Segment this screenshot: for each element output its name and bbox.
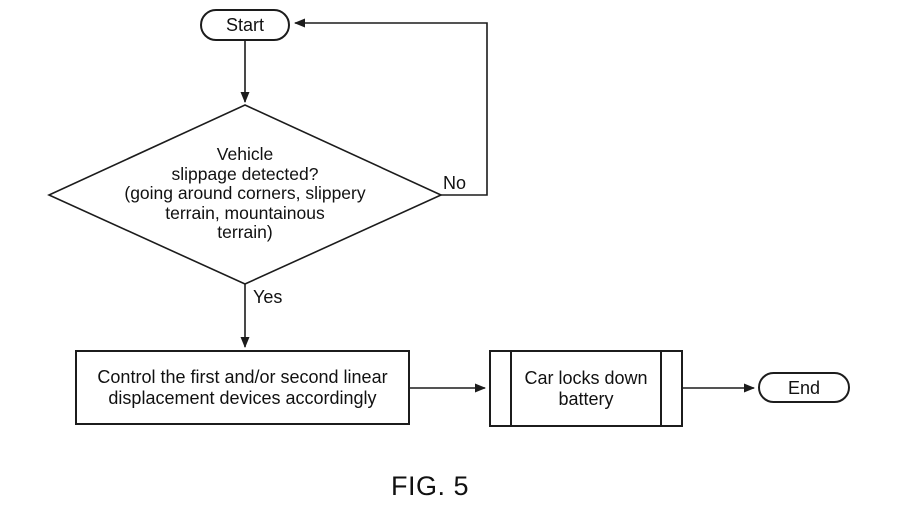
edge-label-yes: Yes: [253, 287, 283, 307]
predefined-process-left-bar: [510, 352, 512, 425]
connector-no-loop: [294, 18, 488, 196]
predefined-process-right-bar: [660, 352, 662, 425]
start-label: Start: [225, 15, 264, 35]
end-label: End: [787, 377, 821, 398]
predefined-process-label: Car locks down battery: [524, 367, 648, 409]
process-node: Control the first and/or second linear d…: [75, 350, 410, 425]
edge-label-no: No: [443, 173, 467, 193]
end-node: End: [758, 372, 850, 403]
figure-caption: FIG. 5: [390, 471, 469, 501]
start-node: Start: [200, 9, 290, 41]
decision-node-text: Vehicle slippage detected? (going around…: [124, 144, 366, 242]
predefined-process-node: Car locks down battery: [489, 350, 683, 427]
